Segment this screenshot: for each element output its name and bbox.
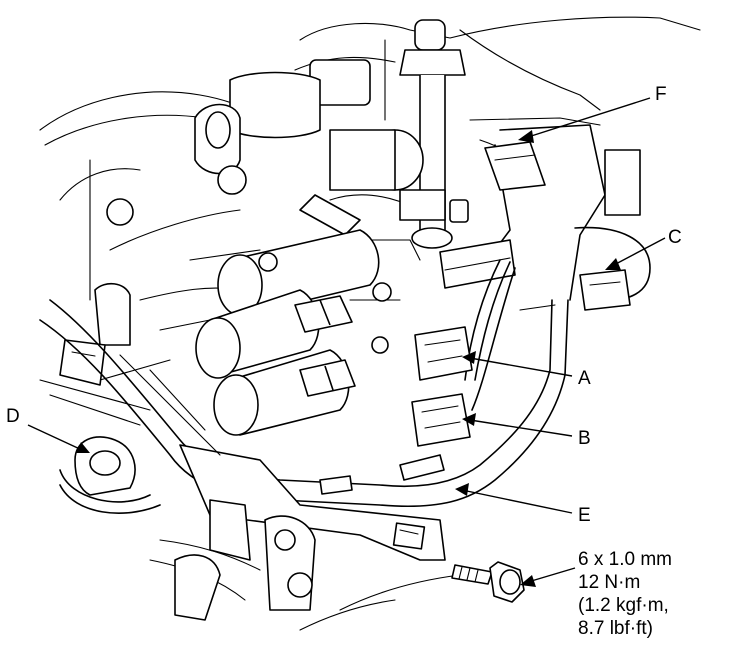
callout-label-e: E	[578, 505, 591, 526]
connector-c	[574, 149, 651, 311]
solenoid-connectors	[294, 295, 356, 397]
lower-mount-brackets	[174, 515, 316, 621]
harness-bracket-f	[449, 141, 546, 223]
callout-labels: F C A B E D	[6, 84, 682, 526]
callout-label-f: F	[655, 84, 667, 105]
bolt-torque-nm-text: 12 N·m	[578, 572, 640, 593]
harness-clamp-d	[59, 436, 161, 514]
bolt-size-text: 6 x 1.0 mm	[578, 549, 672, 570]
wire-harness-e	[39, 124, 606, 561]
callout-label-d: D	[6, 406, 20, 427]
bolt-torque-spec: 6 x 1.0 mm 12 N·m (1.2 kgf·m, 8.7 lbf·ft…	[578, 549, 672, 639]
flange-bolt	[451, 561, 525, 603]
valve-body-components	[106, 19, 466, 249]
bolt-torque-lbfft-text: 8.7 lbf·ft)	[578, 618, 653, 639]
callout-label-c: C	[668, 227, 682, 248]
connector-a	[414, 326, 473, 381]
shift-solenoids	[195, 194, 392, 436]
callout-label-b: B	[578, 428, 591, 449]
callout-label-a: A	[578, 368, 591, 389]
callout-leaders	[27, 97, 666, 587]
left-mounting-bracket	[59, 282, 131, 386]
connector-b	[411, 393, 471, 447]
bolt-torque-kgfm-text: (1.2 kgf·m,	[578, 595, 669, 616]
